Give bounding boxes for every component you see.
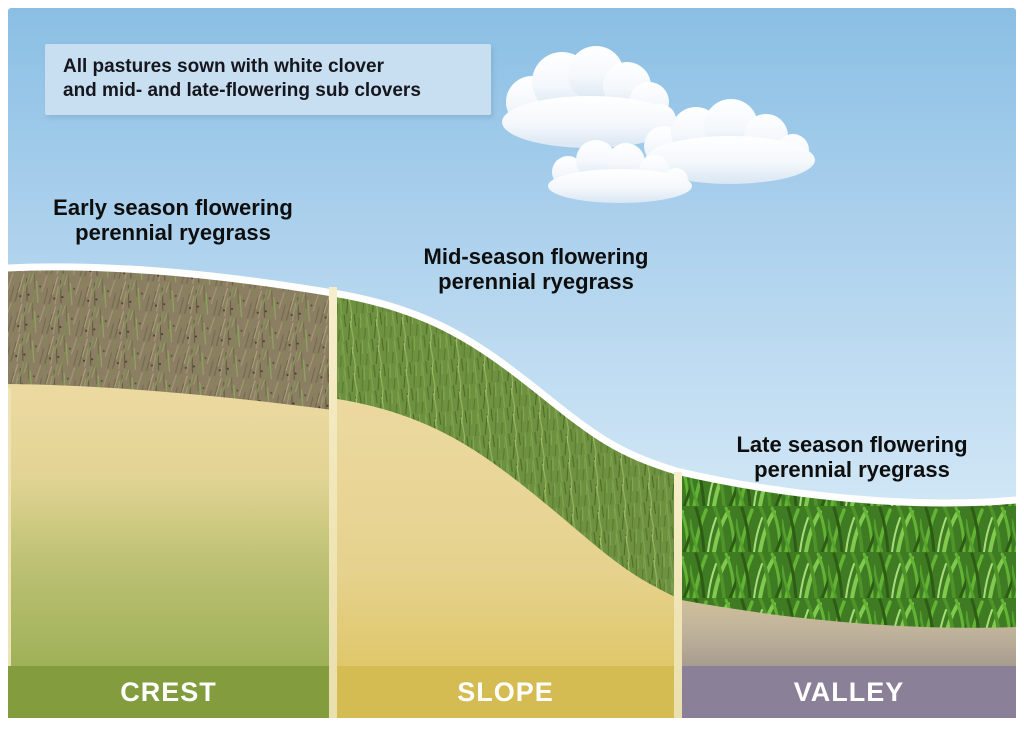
valley-annotation-line1: Late season flowering (736, 432, 968, 457)
slope-band: SLOPE (337, 666, 674, 718)
slope-band-label: SLOPE (457, 676, 554, 707)
valley-band-label: VALLEY (793, 676, 905, 707)
info-callout-line2: and mid- and late-flowering sub clovers (63, 80, 421, 101)
info-callout-line1: All pastures sown with white clover (63, 56, 384, 77)
slope-annotation-line2: perennial ryegrass (438, 269, 634, 294)
info-callout: All pastures sown with white clover and … (45, 44, 491, 115)
crest-band: CREST (8, 666, 329, 718)
valley-annotation: Late season flowering perennial ryegrass (692, 432, 1012, 482)
crest-annotation-line2: perennial ryegrass (75, 220, 271, 245)
column-divider-crest-slope (329, 287, 337, 718)
valley-band: VALLEY (682, 666, 1016, 718)
crest-annotation-line1: Early season flowering (53, 195, 293, 220)
crest-annotation: Early season flowering perennial ryegras… (13, 195, 333, 245)
valley-annotation-line2: perennial ryegrass (754, 457, 950, 482)
column-divider-slope-valley (674, 472, 682, 718)
slope-annotation: Mid-season flowering perennial ryegrass (376, 244, 696, 294)
slope-annotation-line1: Mid-season flowering (423, 244, 649, 269)
crest-band-label: CREST (120, 676, 217, 707)
